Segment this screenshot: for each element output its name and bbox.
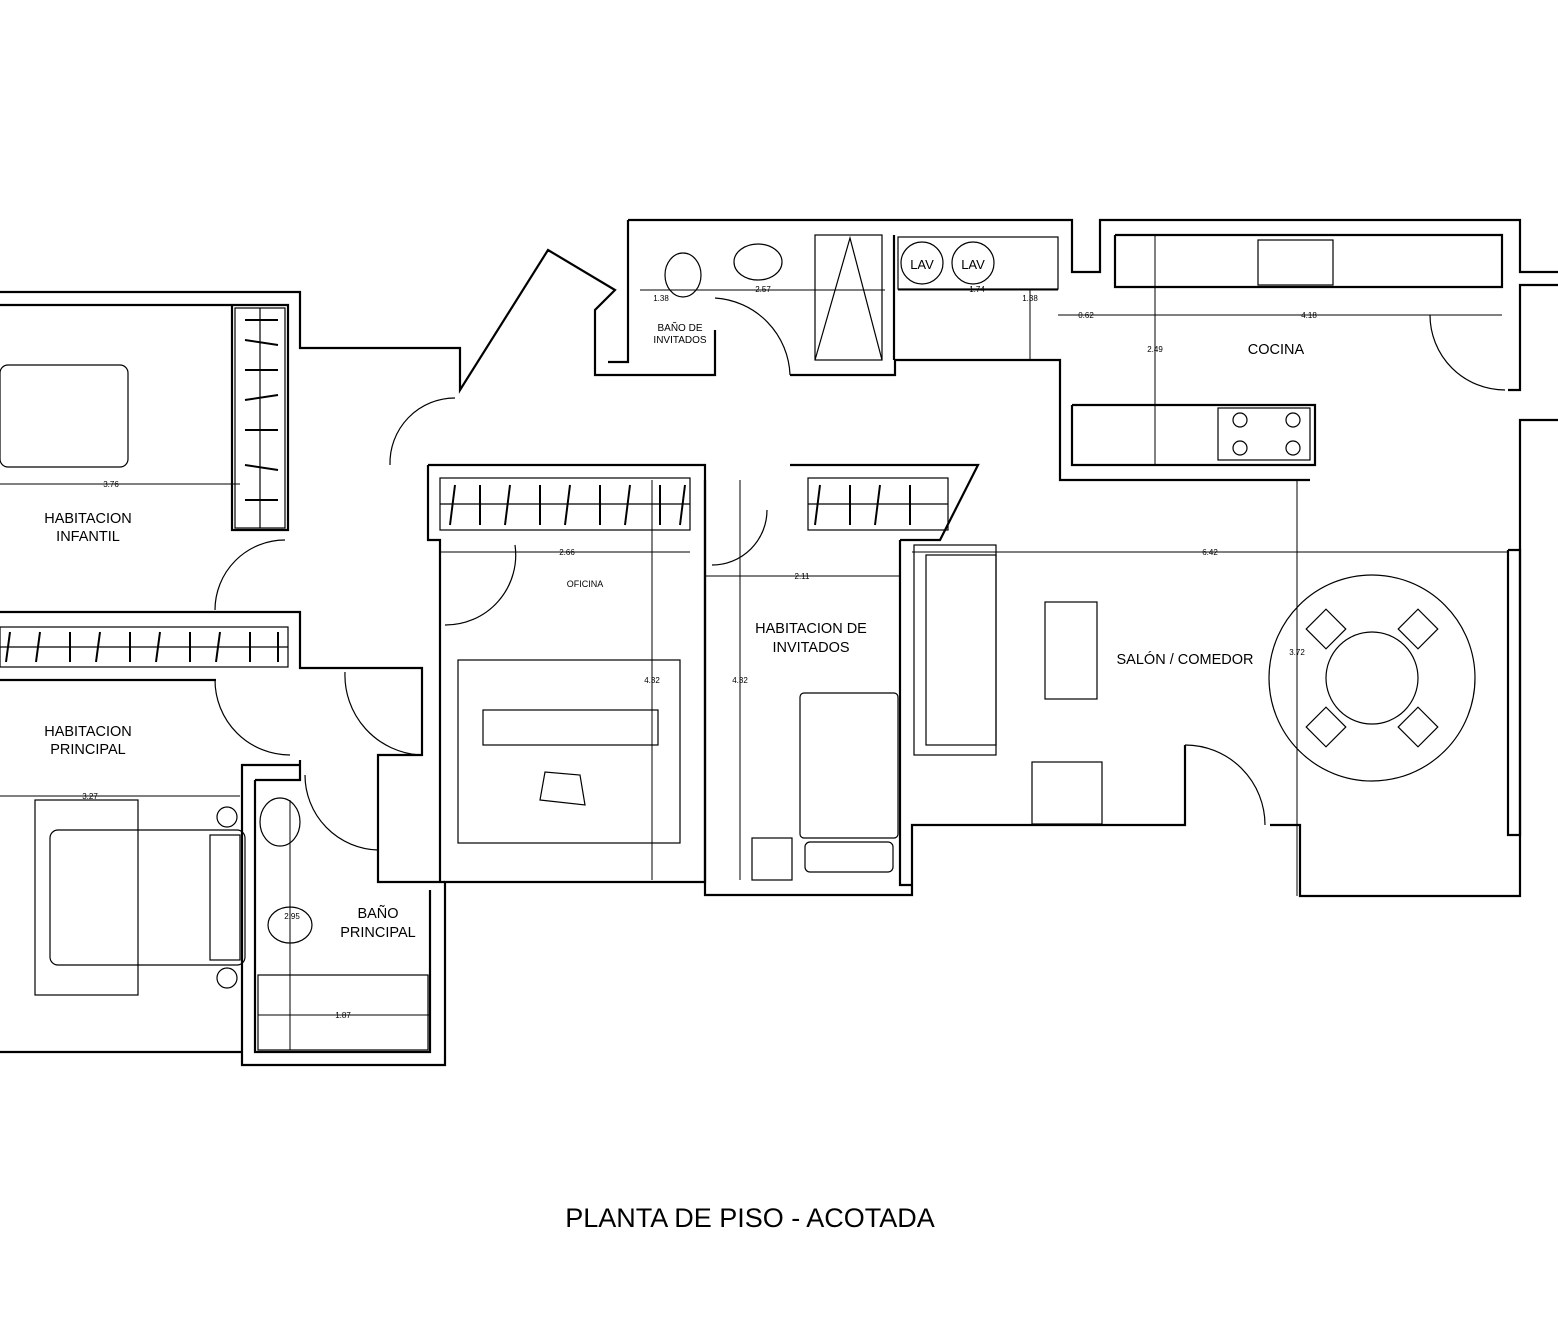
toilet-guest [664,252,702,298]
label-bano-invitados-2: INVITADOS [653,335,706,346]
label-lav-2: LAV [961,257,985,272]
shower-guest [814,234,883,361]
dim-label: 4.18 [1301,311,1317,320]
coffee-table [1044,601,1098,700]
bed-principal [49,829,246,966]
dim-label: 3.27 [82,792,98,801]
label-habitacion-invitados-2: INVITADOS [772,640,849,656]
bed-infantil [0,364,129,468]
armchair [1031,761,1103,825]
dim-label: 0.62 [1078,311,1094,320]
label-habitacion-infantil-1: HABITACION [44,511,132,527]
dim-label: 2.49 [1147,345,1163,354]
shower-principal [257,974,429,1051]
desk [482,709,659,746]
dimension-lines [0,235,1508,1050]
walls [0,218,1558,1067]
label-cocina: COCINA [1248,342,1305,358]
bed-invitados [799,692,899,839]
dim-label: 2.95 [284,912,300,921]
dim-label: 4.32 [644,676,660,685]
dim-label: 2.57 [755,285,771,294]
dim-label: 1.38 [653,294,669,303]
dim-label: 1.38 [1022,294,1038,303]
doors [214,297,1506,851]
dim-label: 3.76 [103,480,119,489]
dim-label: 1.87 [335,1011,351,1020]
label-habitacion-invitados-1: HABITACION DE [755,621,867,637]
dim-label: 2.66 [559,548,575,557]
label-oficina: OFICINA [567,579,604,589]
label-bano-principal-1: BAÑO [357,905,398,922]
dim-label: 6.42 [1202,548,1218,557]
label-bano-invitados-1: BAÑO DE [657,321,702,334]
washbasin-guest [733,243,783,281]
dim-label: 2.11 [795,572,811,581]
dining-rug [1268,574,1476,782]
label-lav-1: LAV [910,257,934,272]
label-bano-principal-2: PRINCIPAL [340,925,415,941]
furniture [0,234,1476,1051]
plan-title: PLANTA DE PISO - ACOTADA [565,1203,935,1233]
dim-label: 1.74 [969,285,985,294]
dim-label: 3.72 [1289,648,1305,657]
label-salon-comedor: SALÓN / COMEDOR [1117,651,1254,668]
label-habitacion-principal-2: PRINCIPAL [50,742,125,758]
stove [1217,407,1311,461]
label-habitacion-infantil-2: INFANTIL [56,529,120,545]
label-habitacion-principal-1: HABITACION [44,724,132,740]
dining-table [1325,631,1419,725]
dim-label: 4.32 [732,676,748,685]
sink [1257,239,1334,286]
office-rug [457,659,681,844]
wardrobes [0,307,949,668]
